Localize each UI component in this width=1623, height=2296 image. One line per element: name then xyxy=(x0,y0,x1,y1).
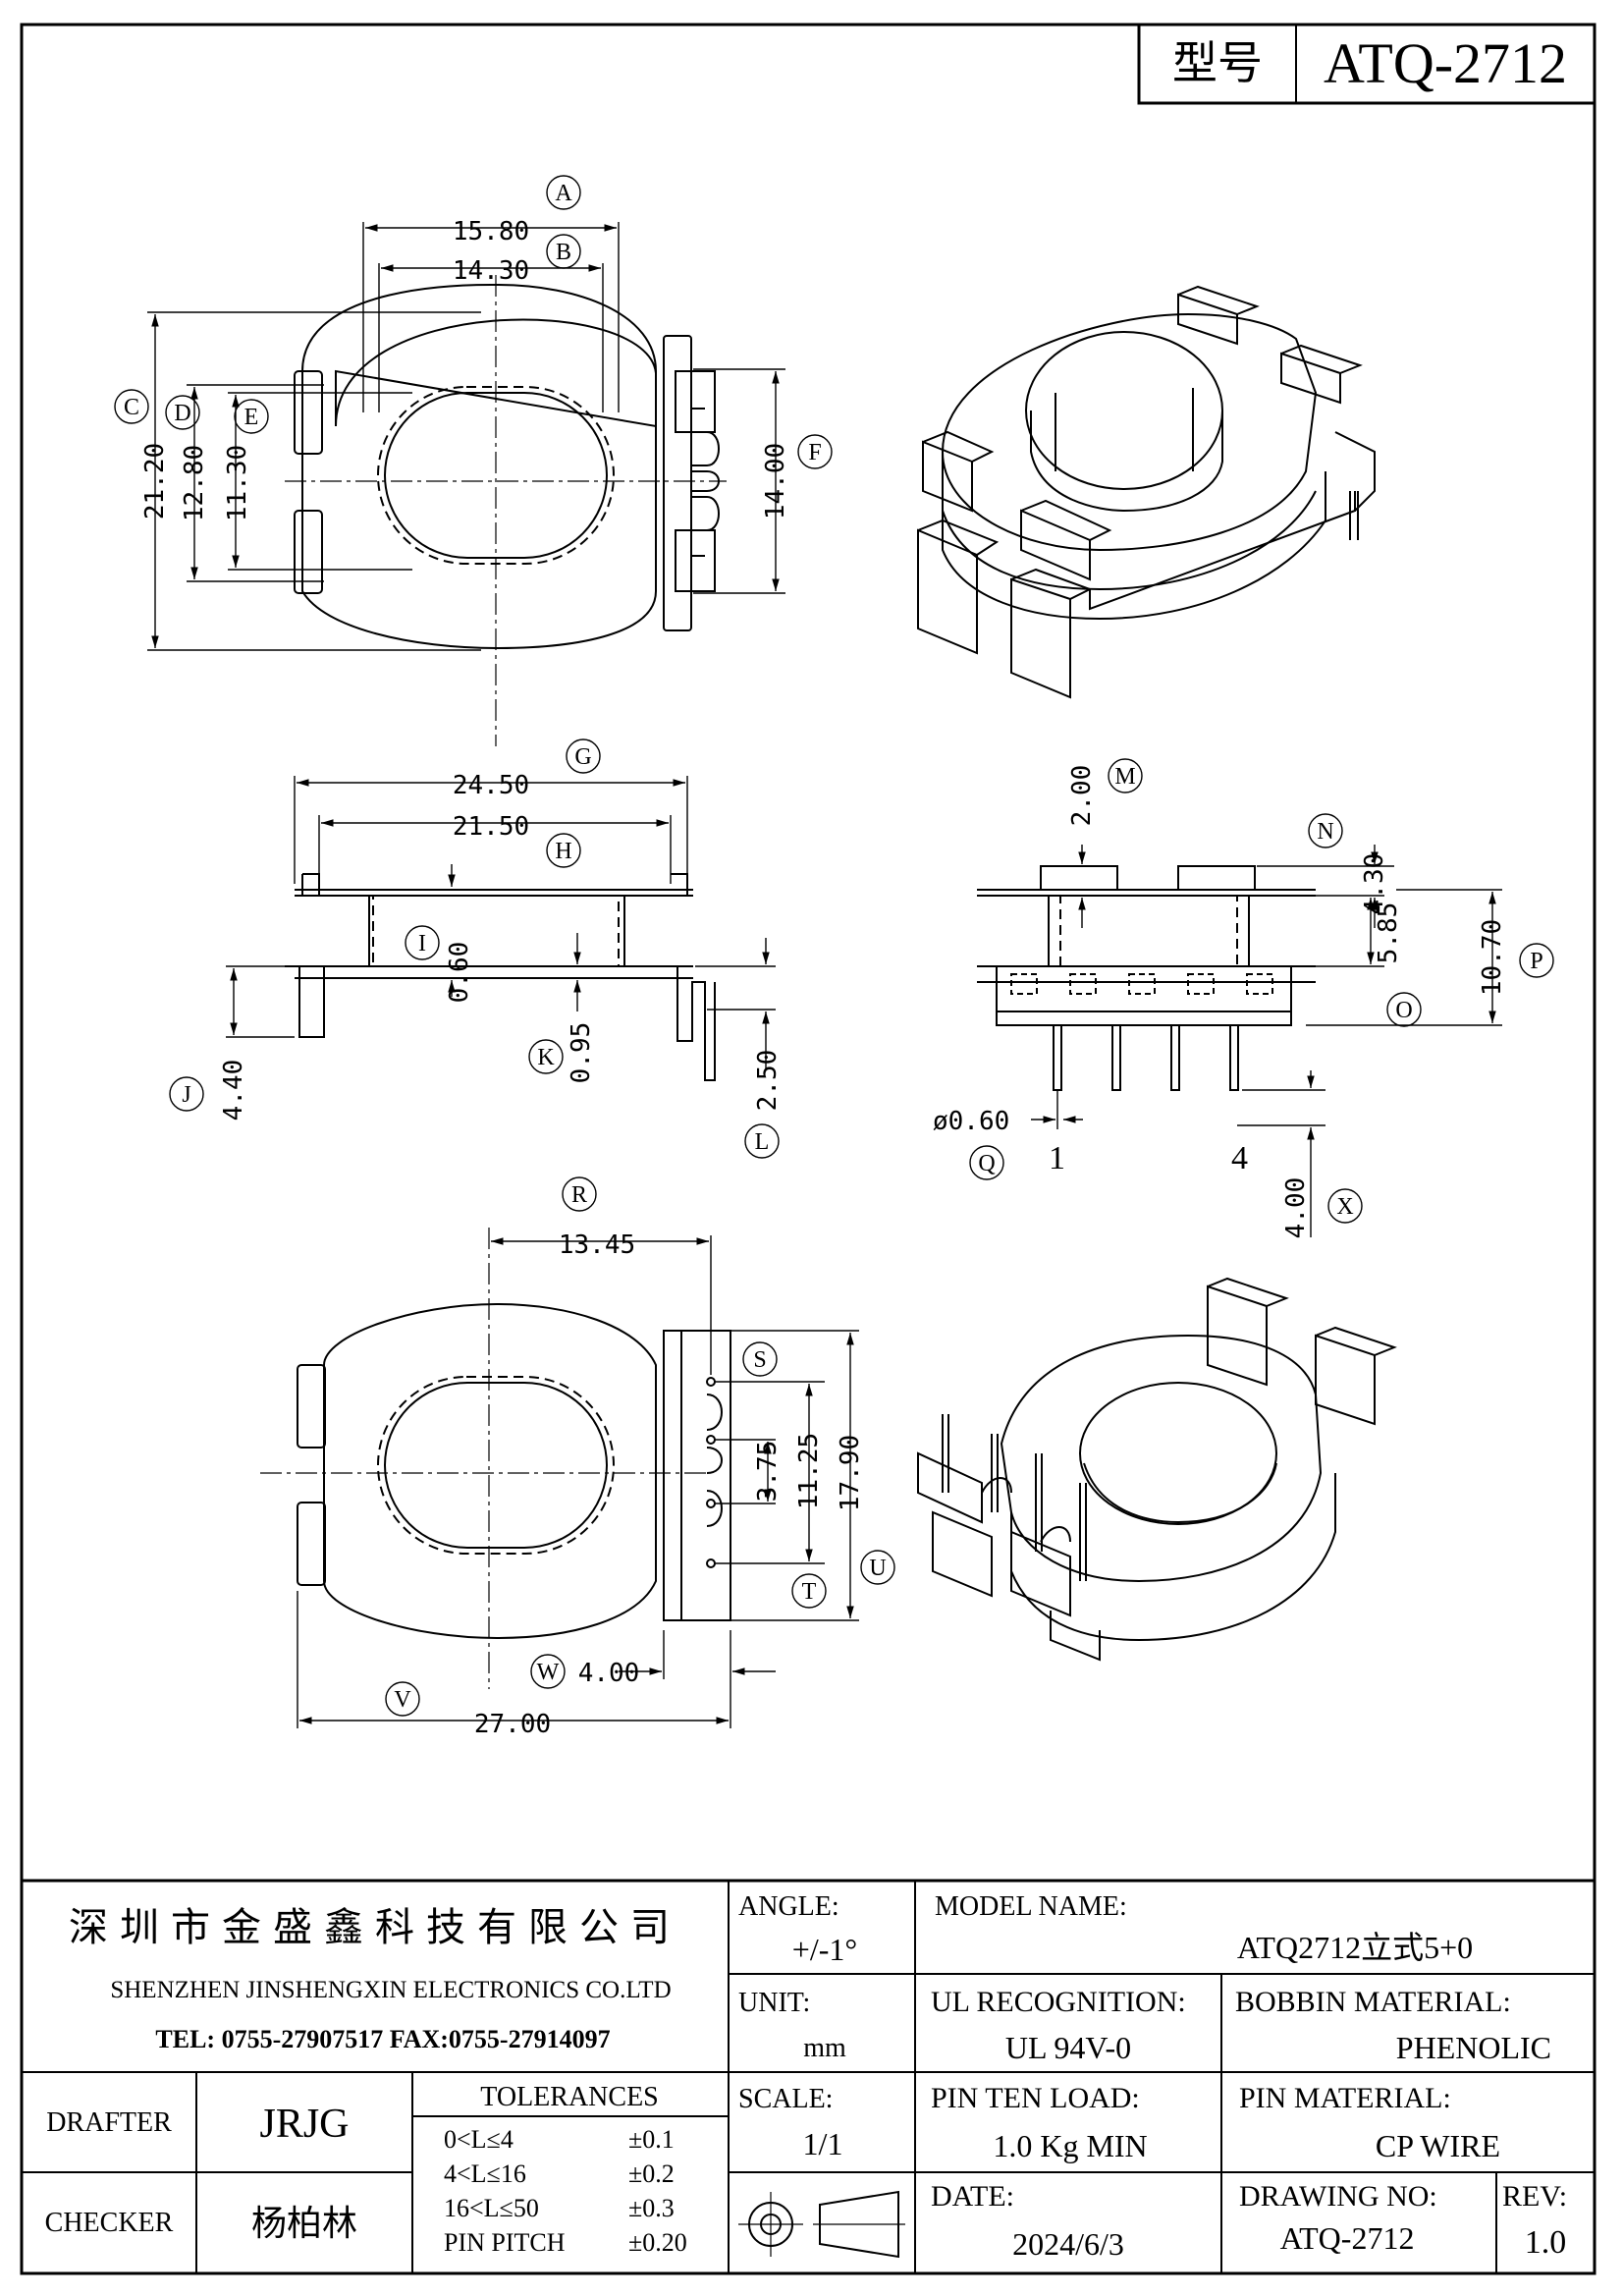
dim-I-value: 0.60 xyxy=(445,942,474,1004)
tolerance-value-1: ±0.1 xyxy=(628,2125,675,2154)
dim-M-value: 2.00 xyxy=(1067,765,1097,827)
dim-F-value: 14.00 xyxy=(761,443,790,519)
dim-A-label: A xyxy=(555,181,572,206)
dim-D-label: D xyxy=(174,401,190,426)
checker-label: CHECKER xyxy=(45,2208,174,2238)
dim-W-label: W xyxy=(537,1660,560,1685)
scale-value: 1/1 xyxy=(803,2126,843,2161)
bobbin-material-value: PHENOLIC xyxy=(1396,2030,1551,2065)
tolerance-value-3: ±0.3 xyxy=(628,2194,675,2222)
model-name-label: MODEL NAME: xyxy=(935,1891,1127,1922)
dim-N-label: N xyxy=(1317,819,1333,845)
model-number: ATQ-2712 xyxy=(1324,31,1567,95)
front-view xyxy=(285,873,716,1081)
dim-S-label: S xyxy=(753,1347,766,1373)
side-view xyxy=(977,865,1316,1091)
dim-W-value: 4.00 xyxy=(578,1659,640,1688)
rev-label: REV: xyxy=(1502,2180,1567,2213)
checker-value: 杨柏林 xyxy=(251,2204,357,2243)
tolerance-range-3: 16<L≤50 xyxy=(444,2194,539,2222)
pin-ten-load-label: PIN TEN LOAD: xyxy=(931,2082,1140,2114)
company-contact: TEL: 0755-27907517 FAX:0755-27914097 xyxy=(155,2025,610,2053)
company-name-cn: 深圳市金盛鑫科技有限公司 xyxy=(69,1905,681,1949)
dim-R-value: 13.45 xyxy=(559,1230,635,1260)
drawing-no-value: ATQ-2712 xyxy=(1280,2220,1415,2256)
dim-U-label: U xyxy=(869,1556,886,1581)
company-name-en: SHENZHEN JINSHENGXIN ELECTRONICS CO.LTD xyxy=(110,1977,671,2003)
date-label: DATE: xyxy=(931,2180,1014,2213)
dim-O-value: 5.85 xyxy=(1374,902,1403,964)
tolerance-range-1: 0<L≤4 xyxy=(444,2125,514,2154)
rev-value: 1.0 xyxy=(1525,2224,1567,2261)
dim-D-value: 12.80 xyxy=(180,445,209,521)
dim-Q-value: ø0.60 xyxy=(933,1107,1009,1136)
dim-G-label: G xyxy=(574,744,591,770)
pin-4-label: 4 xyxy=(1231,1140,1248,1176)
drafter-label: DRAFTER xyxy=(46,2107,172,2138)
dim-U-value: 17.90 xyxy=(836,1435,865,1511)
dim-E-value: 11.30 xyxy=(223,445,252,521)
dim-K-label: K xyxy=(537,1045,555,1070)
dim-F-label: F xyxy=(808,440,821,465)
dim-G-value: 24.50 xyxy=(453,771,529,800)
top-view xyxy=(294,283,720,650)
pin-material-label: PIN MATERIAL: xyxy=(1239,2082,1451,2114)
dim-J-value: 4.40 xyxy=(219,1060,248,1121)
angle-value: +/-1° xyxy=(792,1932,857,1967)
angle-label: ANGLE: xyxy=(738,1891,839,1922)
dim-X-label: X xyxy=(1336,1194,1353,1220)
tolerance-value-2: ±0.2 xyxy=(628,2159,675,2188)
dim-T-label: T xyxy=(802,1579,817,1605)
dim-H-label: H xyxy=(555,839,571,864)
pin-ten-load-value: 1.0 Kg MIN xyxy=(993,2128,1147,2163)
pin-material-value: CP WIRE xyxy=(1376,2128,1500,2163)
pin-pitch-label: PIN PITCH xyxy=(444,2228,566,2257)
drawing-no-label: DRAWING NO: xyxy=(1239,2180,1437,2213)
dim-B-label: B xyxy=(556,240,571,265)
dim-M-label: M xyxy=(1114,764,1135,790)
dim-S-value: 3.75 xyxy=(753,1441,783,1503)
dim-J-label: J xyxy=(182,1082,190,1108)
dim-K-value: 0.95 xyxy=(567,1022,596,1084)
model-name-value: ATQ2712立式5+0 xyxy=(1237,1930,1473,1965)
ul-recognition-value: UL 94V-0 xyxy=(1005,2030,1131,2065)
iso-view-bottom xyxy=(917,1277,1397,1662)
model-label: 型号 xyxy=(1172,38,1263,88)
title-block xyxy=(20,1879,1596,2275)
unit-label: UNIT: xyxy=(738,1988,810,2018)
header-box xyxy=(1137,23,1596,105)
dim-A-value: 15.80 xyxy=(453,217,529,246)
dim-T-value: 11.25 xyxy=(794,1433,824,1509)
dim-O-label: O xyxy=(1395,998,1412,1023)
dim-C-label: C xyxy=(124,395,139,420)
dim-C-value: 21.20 xyxy=(140,443,170,519)
ul-recognition-label: UL RECOGNITION: xyxy=(931,1986,1186,2018)
pin-1-label: 1 xyxy=(1049,1140,1065,1176)
dim-L-value: 2.50 xyxy=(753,1050,783,1112)
tolerances-label: TOLERANCES xyxy=(480,2082,659,2112)
dim-I-label: I xyxy=(418,931,426,957)
dim-P-value: 10.70 xyxy=(1478,919,1507,996)
dim-V-value: 27.00 xyxy=(474,1710,551,1739)
scale-label: SCALE: xyxy=(738,2084,833,2114)
pin-pitch-tolerance: ±0.20 xyxy=(628,2228,687,2257)
dim-X-value: 4.00 xyxy=(1281,1177,1311,1239)
dim-V-label: V xyxy=(394,1687,411,1713)
drafter-value: JRJG xyxy=(259,2102,349,2147)
dim-E-label: E xyxy=(244,405,259,430)
iso-view-top xyxy=(917,285,1376,699)
tolerance-range-2: 4<L≤16 xyxy=(444,2159,526,2188)
date-value: 2024/6/3 xyxy=(1012,2226,1124,2262)
dim-L-label: L xyxy=(755,1129,770,1155)
dim-H-value: 21.50 xyxy=(453,812,529,842)
dim-Q-label: Q xyxy=(978,1151,995,1176)
dim-R-label: R xyxy=(571,1182,587,1208)
dim-B-value: 14.30 xyxy=(453,256,529,286)
bobbin-material-label: BOBBIN MATERIAL: xyxy=(1235,1986,1511,2018)
dim-N-value: 4.30 xyxy=(1360,853,1389,915)
bottom-view xyxy=(297,1302,731,1640)
dim-P-label: P xyxy=(1530,949,1542,974)
unit-value: mm xyxy=(803,2033,846,2063)
